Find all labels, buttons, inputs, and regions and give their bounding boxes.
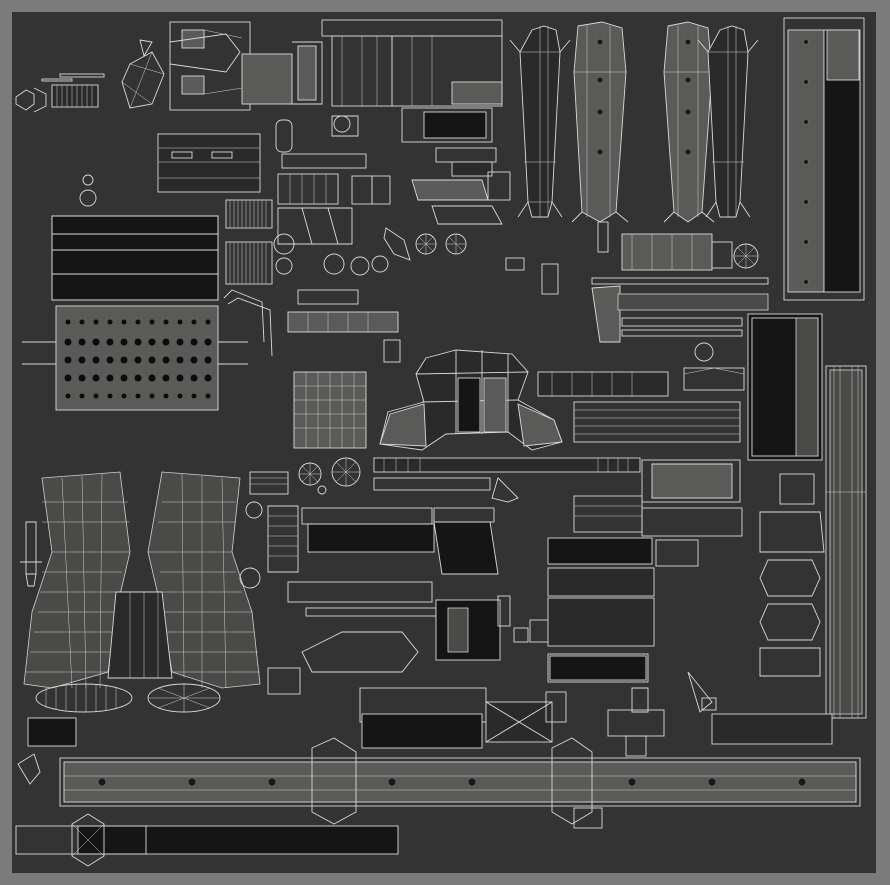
panel-hole: [120, 356, 128, 364]
panel-hole: [93, 319, 99, 325]
panel-hole: [64, 356, 72, 364]
uv-island-right-hinge-column: [759, 473, 825, 677]
panel-hole: [190, 374, 198, 382]
panel-hole: [135, 319, 141, 325]
panel-hole: [106, 356, 114, 364]
panel-hole: [78, 374, 86, 382]
panel-hole: [191, 393, 197, 399]
panel-hole: [92, 338, 100, 346]
panel-hole: [79, 319, 85, 325]
panel-hole: [65, 393, 71, 399]
uv-island-right-strips: [505, 221, 769, 443]
uv-island-right-middle-panels: [547, 459, 833, 757]
uv-island-right-beam-long: [825, 365, 867, 719]
uv-island-top-left-bits: [15, 39, 165, 113]
uv-island-rings: [79, 174, 97, 207]
panel-hole: [163, 319, 169, 325]
uv-island-left-pin: [20, 521, 42, 587]
panel-hole: [65, 319, 71, 325]
uv-island-center-bottom: [267, 457, 641, 749]
panel-hole: [204, 338, 212, 346]
panel-hole: [177, 319, 183, 325]
uv-island-grid-patch: [293, 371, 367, 449]
panel-hole: [204, 374, 212, 382]
panel-hole: [92, 356, 100, 364]
panel-hole: [121, 393, 127, 399]
uv-island-left-slab: [51, 215, 219, 301]
uv-island-bottom-rod: [15, 813, 399, 867]
uv-island-missile-3: [663, 21, 715, 223]
panel-hole: [134, 374, 142, 382]
panel-hole: [134, 338, 142, 346]
uv-island-right-panel-dark: [747, 313, 823, 461]
panel-hole: [162, 356, 170, 364]
panel-hole: [78, 356, 86, 364]
uv-island-top-bracket: [169, 19, 503, 111]
panel-hole: [149, 393, 155, 399]
panel-hole: [149, 319, 155, 325]
uv-island-drawer-stack: [157, 133, 261, 193]
uv-island-grille: [225, 199, 273, 285]
panel-hole: [163, 393, 169, 399]
uv-island-dotted-panel: [22, 305, 248, 411]
panel-hole: [148, 338, 156, 346]
panel-hole: [204, 356, 212, 364]
panel-hole: [106, 374, 114, 382]
uv-wireframe-svg: [15, 17, 867, 867]
panel-hole: [135, 393, 141, 399]
uv-island-right-beam-top: [783, 17, 865, 301]
panel-hole: [106, 338, 114, 346]
panel-hole: [78, 338, 86, 346]
panel-hole: [205, 319, 211, 325]
panel-hole: [191, 319, 197, 325]
uv-island-ellipse-parts: [17, 683, 221, 785]
panel-hole: [121, 319, 127, 325]
panel-hole: [148, 374, 156, 382]
panel-hole: [176, 338, 184, 346]
uv-island-missile-2: [571, 21, 629, 223]
panel-hole: [107, 393, 113, 399]
panel-hole: [162, 338, 170, 346]
uv-island-torso-mesh: [23, 471, 261, 689]
panel-hole: [64, 374, 72, 382]
panel-hole: [92, 374, 100, 382]
panel-hole: [177, 393, 183, 399]
uv-island-round-parts: [239, 457, 361, 589]
uv-layout-canvas: [12, 12, 876, 873]
panel-hole: [162, 374, 170, 382]
panel-hole: [107, 319, 113, 325]
uv-island-wheels: [323, 227, 759, 362]
uv-island-center-cluster: [273, 107, 511, 363]
panel-hole: [190, 356, 198, 364]
panel-hole: [120, 374, 128, 382]
uv-island-missile-4: [697, 25, 759, 218]
panel-hole: [148, 356, 156, 364]
uv-island-hooks: [223, 289, 273, 357]
uv-island-central-body: [379, 349, 563, 451]
uv-island-missile-1: [509, 25, 571, 218]
uv-island-bottom-beam: [59, 737, 861, 829]
panel-hole: [205, 393, 211, 399]
panel-hole: [190, 338, 198, 346]
panel-hole: [93, 393, 99, 399]
panel-hole: [134, 356, 142, 364]
panel-hole: [64, 338, 72, 346]
panel-hole: [176, 356, 184, 364]
panel-hole: [79, 393, 85, 399]
panel-hole: [120, 338, 128, 346]
panel-hole: [176, 374, 184, 382]
